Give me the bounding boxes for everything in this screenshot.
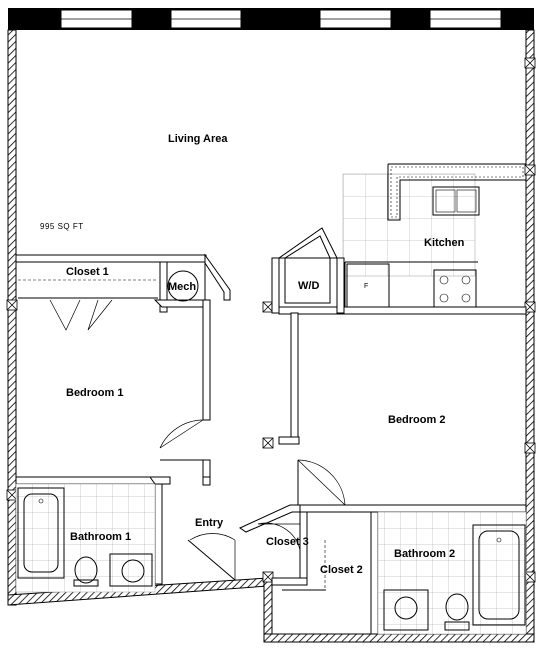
entry-label: Entry [195, 517, 224, 529]
closet-1-label: Closet 1 [66, 266, 109, 278]
wd-label: W/D [298, 280, 319, 292]
bathroom-2-label: Bathroom 2 [394, 548, 455, 560]
closet-3-label: Closet 3 [266, 536, 309, 548]
bedroom-1-label: Bedroom 1 [66, 387, 123, 399]
closet-2: Closet 2 [282, 540, 363, 591]
kitchen-label: Kitchen [424, 237, 465, 249]
living-area-label: Living Area [168, 133, 228, 145]
bathroom-1: Bathroom 1 [15, 483, 156, 593]
wd: W/D [284, 257, 331, 304]
area-label: 995 SQ FT [40, 222, 84, 231]
closet-2-label: Closet 2 [320, 564, 363, 576]
bedroom-2-label: Bedroom 2 [388, 414, 445, 426]
closet-1: Closet 1 [18, 266, 158, 331]
svg-text:F: F [364, 283, 368, 290]
kitchen: F Kitchen [342, 163, 526, 309]
mech: Mech [166, 261, 206, 302]
bathroom-1-label: Bathroom 1 [70, 531, 131, 543]
top-wall [8, 8, 534, 30]
mech-label: Mech [168, 281, 196, 293]
bathroom-2: Bathroom 2 [377, 511, 527, 635]
